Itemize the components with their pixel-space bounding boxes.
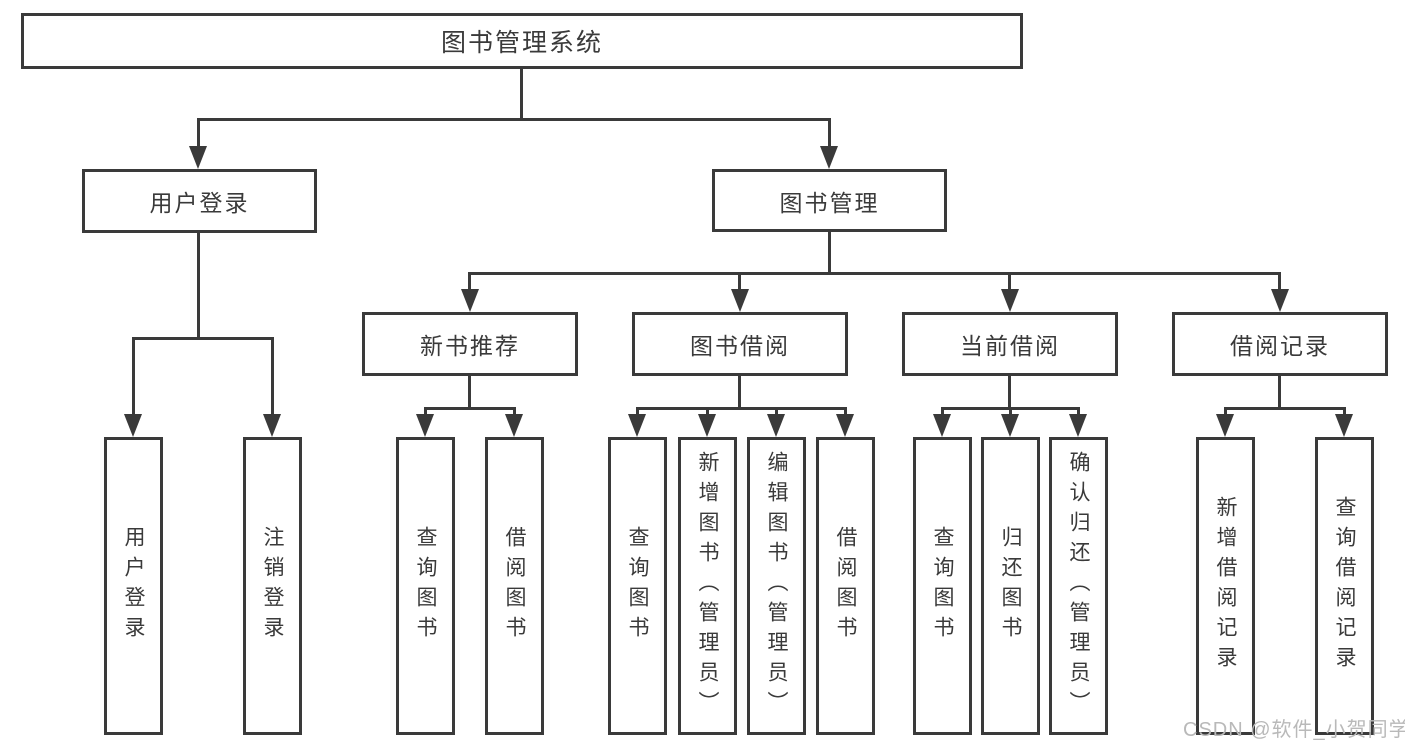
connector-line (424, 407, 516, 410)
node-user-login: 用户登录 (82, 169, 317, 233)
leaf-borrow-books: 借阅图书 (816, 437, 875, 735)
connector-line (941, 407, 944, 417)
node-book-borrowing: 图书借阅 (632, 312, 848, 376)
node-book-management-label: 图书管理 (779, 189, 880, 216)
leaf-current-query-books: 查询图书 (913, 437, 972, 735)
arrow-down-icon (698, 414, 716, 437)
leaf-user-login: 用户登录 (104, 437, 163, 735)
connector-line (271, 337, 274, 415)
arrow-down-icon (767, 414, 785, 437)
connector-line (1278, 272, 1281, 292)
node-book-management: 图书管理 (712, 169, 947, 232)
connector-line (132, 337, 135, 415)
node-current-borrowing: 当前借阅 (902, 312, 1118, 376)
connector-line (1008, 376, 1011, 407)
node-new-book-recommendation: 新书推荐 (362, 312, 578, 376)
connector-line (1278, 376, 1281, 407)
connector-line (197, 118, 831, 121)
arrow-down-icon (1001, 289, 1019, 312)
leaf-borrow-books-label: 借阅图书 (834, 526, 857, 646)
connector-line (1224, 407, 1346, 410)
connector-line (520, 69, 523, 118)
connector-line (706, 407, 709, 417)
node-borrowing-records: 借阅记录 (1172, 312, 1388, 376)
leaf-current-query-books-label: 查询图书 (931, 526, 954, 646)
connector-line (738, 376, 741, 407)
node-user-login-label: 用户登录 (149, 190, 250, 216)
arrow-down-icon (263, 414, 281, 437)
arrow-down-icon (933, 414, 951, 437)
arrow-down-icon (1335, 414, 1353, 437)
leaf-edit-books-admin-label: 编辑图书（管理员） (765, 451, 788, 721)
arrow-down-icon (124, 414, 142, 437)
leaf-add-books-admin-label: 新增图书（管理员） (696, 451, 719, 721)
leaf-borrow-query-books: 查询图书 (608, 437, 667, 735)
connector-line (828, 232, 831, 272)
leaf-query-borrow-record: 查询借阅记录 (1315, 437, 1374, 735)
arrow-down-icon (1271, 289, 1289, 312)
arrow-down-icon (505, 414, 523, 437)
arrow-down-icon (416, 414, 434, 437)
connector-line (424, 407, 427, 417)
connector-line (132, 337, 274, 340)
node-new-book-recommendation-label: 新书推荐 (420, 333, 520, 359)
leaf-newbook-borrow-books: 借阅图书 (485, 437, 544, 735)
arrow-down-icon (461, 289, 479, 312)
node-book-borrowing-label: 图书借阅 (690, 333, 790, 359)
leaf-logout: 注销登录 (243, 437, 302, 735)
leaf-newbook-borrow-books-label: 借阅图书 (503, 526, 526, 646)
leaf-return-books-label: 归还图书 (999, 526, 1022, 646)
connector-line (513, 407, 516, 417)
connector-line (828, 118, 831, 148)
node-current-borrowing-label: 当前借阅 (960, 333, 1060, 359)
leaf-confirm-return-admin: 确认归还（管理员） (1049, 437, 1108, 735)
connector-line (468, 272, 471, 292)
leaf-borrow-query-books-label: 查询图书 (626, 526, 649, 646)
leaf-return-books: 归还图书 (981, 437, 1040, 735)
arrow-down-icon (836, 414, 854, 437)
connector-line (1224, 407, 1227, 417)
arrow-down-icon (820, 146, 838, 169)
csdn-watermark: CSDN @软件_小贺同学 (1183, 719, 1405, 741)
node-root: 图书管理系统 (21, 13, 1023, 69)
arrow-down-icon (628, 414, 646, 437)
arrow-down-icon (1001, 414, 1019, 437)
arrow-down-icon (189, 146, 207, 169)
leaf-newbook-query-books-label: 查询图书 (414, 526, 437, 646)
arrow-down-icon (1216, 414, 1234, 437)
leaf-edit-books-admin: 编辑图书（管理员） (747, 437, 806, 735)
leaf-add-books-admin: 新增图书（管理员） (678, 437, 737, 735)
leaf-add-borrow-record: 新增借阅记录 (1196, 437, 1255, 735)
arrow-down-icon (1069, 414, 1087, 437)
connector-line (636, 407, 846, 410)
leaf-query-borrow-record-label: 查询借阅记录 (1333, 496, 1356, 676)
connector-line (468, 376, 471, 407)
connector-line (738, 272, 741, 292)
leaf-newbook-query-books: 查询图书 (396, 437, 455, 735)
connector-line (197, 233, 200, 337)
connector-line (775, 407, 778, 417)
node-borrowing-records-label: 借阅记录 (1230, 333, 1330, 359)
connector-line (1077, 407, 1080, 417)
leaf-confirm-return-admin-label: 确认归还（管理员） (1067, 451, 1090, 721)
connector-line (1343, 407, 1346, 417)
node-root-label: 图书管理系统 (440, 29, 603, 57)
connector-line (844, 407, 847, 417)
connector-line (1008, 272, 1011, 292)
arrow-down-icon (731, 289, 749, 312)
leaf-add-borrow-record-label: 新增借阅记录 (1214, 496, 1237, 676)
leaf-logout-label: 注销登录 (261, 526, 284, 646)
leaf-user-login-label: 用户登录 (122, 526, 145, 646)
connector-line (469, 272, 1281, 275)
connector-line (197, 118, 200, 148)
connector-line (1009, 407, 1012, 417)
connector-line (636, 407, 639, 417)
